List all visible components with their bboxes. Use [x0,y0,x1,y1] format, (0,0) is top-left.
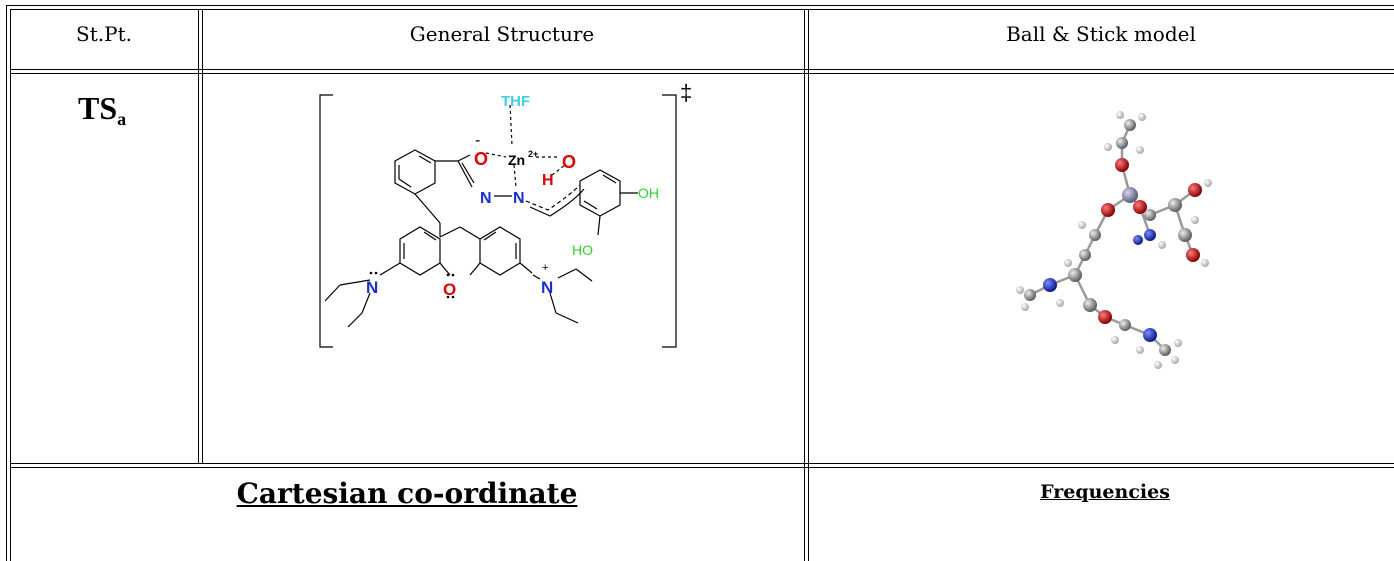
border-top-inner [10,9,1394,10]
o-hydroxyl-label: O [562,152,576,172]
n2-label: N [513,190,525,207]
divider-col2-inner [808,9,809,561]
divider-col1-inner [202,9,203,464]
dagger-symbol: ‡ [680,80,692,105]
n-left-label: N [366,278,378,297]
plus-sign: + [542,262,548,274]
n-right-label: N [541,278,553,297]
zn-label: Zn [508,152,525,168]
divider-col2 [804,9,805,561]
border-left [6,5,7,561]
table-frame [6,5,1394,561]
h-label: H [542,172,554,189]
cartesian-coordinate-heading: Cartesian co-ordinate [236,477,578,510]
frequencies-heading: Frequencies [1040,481,1170,503]
zn-charge: 2+ [528,149,538,159]
header-ball-stick: Ball & Stick model [1006,22,1196,46]
o-ring-label: O [443,280,456,299]
o-minus-label: O [474,149,488,169]
thf-label: THF [501,93,530,110]
general-structure-diagram: THF O - Zn 2+ O H N N OH HO N N + O ‡ [319,80,692,348]
divider-header [10,69,1394,70]
ho-label: HO [572,242,593,258]
border-top [6,5,1394,6]
ball-stick-model [1016,111,1212,369]
divider-header-inner [10,73,1394,74]
oh-label: OH [638,185,659,201]
header-stpt: St.Pt. [76,22,132,46]
stationary-point-label: TSa [78,90,127,129]
divider-row1-inner [10,467,1394,468]
border-left-inner [10,9,11,561]
header-general-structure: General Structure [409,22,595,46]
minus-sign: - [475,132,480,149]
divider-col1 [198,9,199,464]
n1-label: N [480,190,492,207]
divider-row1 [10,463,1394,464]
